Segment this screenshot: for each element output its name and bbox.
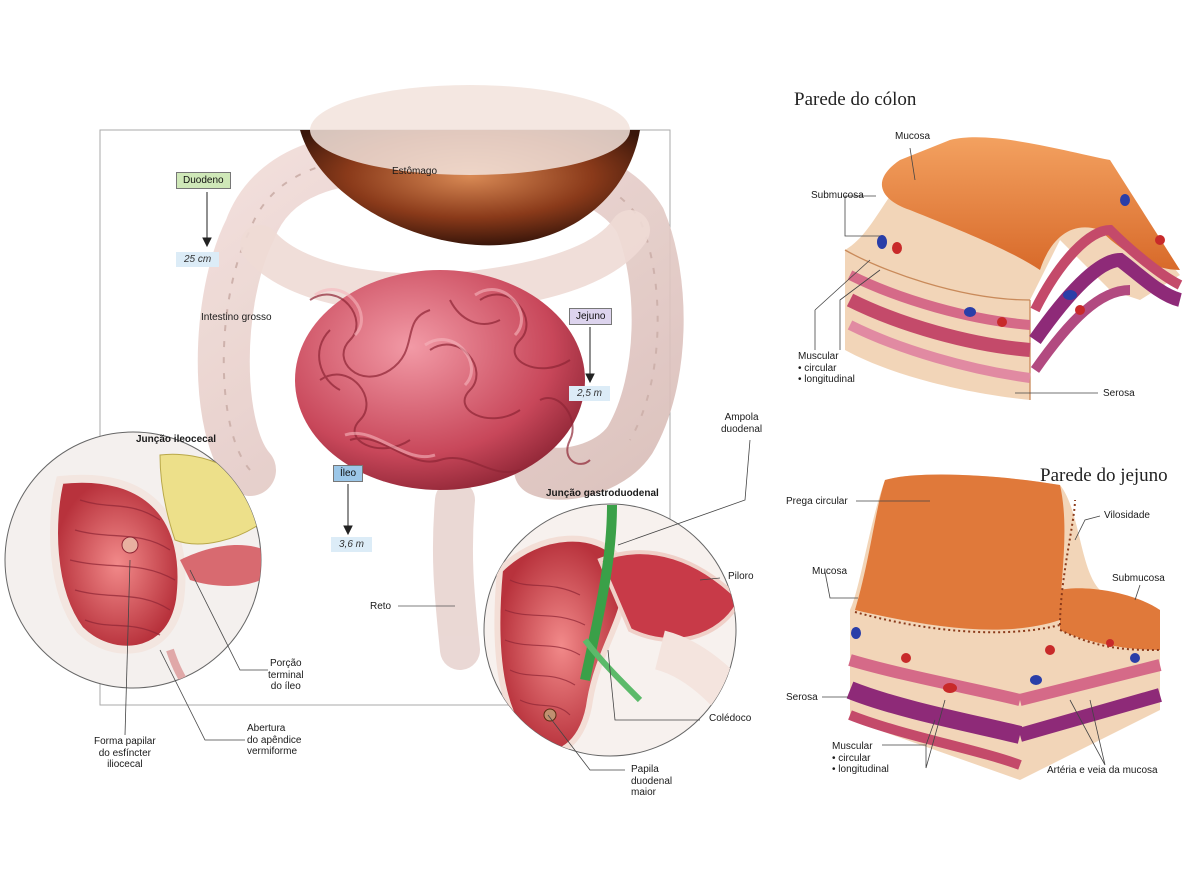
jejunum-tag: Jejuno (569, 308, 613, 325)
jejunum-wall-block (846, 474, 1162, 780)
jejunum-mucosa-label: Mucosa (812, 566, 848, 577)
colon-muscular-label: Muscular • circular • longitudinal (798, 351, 855, 385)
leader-lines (124, 439, 751, 771)
jejunum-serosa-label: Serosa (786, 692, 818, 703)
colon-serosa-label: Serosa (1103, 388, 1135, 399)
jejunum-submucosa-label: Submucosa (1112, 573, 1165, 584)
colon-submucosa-label: Submucosa (811, 190, 864, 201)
circular-fold-label: Prega circular (786, 496, 848, 507)
gastroduodenal-inset (483, 503, 737, 757)
ileum-length: 3,6 m (331, 537, 373, 552)
jejunum-length: 2,5 m (569, 386, 611, 401)
rectum-label: Reto (370, 601, 392, 612)
large-intestine-label: Intestino grosso (201, 312, 272, 323)
ileum-tag: Íleo (333, 465, 364, 482)
duodenum-length: 25 cm (176, 252, 220, 267)
appendix-opening-label: Abertura do apêndice vermiforme (247, 723, 302, 757)
duodenal-ampulla-label: Ampola duodenal (721, 412, 763, 435)
villus-label: Vilosidade (1104, 510, 1150, 521)
ileocecal-sphincter-label: Forma papilar do esfíncter iliocecal (94, 736, 156, 770)
gastroduodenal-title: Junção gastroduodenal (546, 488, 659, 499)
small-intestine (295, 270, 591, 490)
bile-duct-label: Colédoco (709, 713, 752, 724)
jejunum-muscular-label: Muscular • circular • longitudinal (832, 741, 889, 775)
pylorus-label: Piloro (728, 571, 754, 582)
colon-wall-title: Parede do cólon (794, 89, 917, 110)
terminal-ileum-label: Porção terminal do íleo (268, 658, 304, 692)
ileocecal-title: Junção ileocecal (136, 434, 217, 445)
colon-leader-lines (814, 147, 1098, 394)
stomach (300, 85, 640, 246)
jejunum-leader-lines (822, 500, 1141, 769)
major-papilla-label: Papila duodenal maior (631, 764, 673, 798)
colon-mucosa-label: Mucosa (895, 131, 931, 142)
mucosal-artery-vein-label: Artéria e veia da mucosa (1047, 765, 1158, 776)
stomach-label: Estômago (392, 166, 438, 177)
duodenum-tag: Duodeno (176, 172, 231, 189)
measurement-arrows (202, 192, 595, 536)
colon-wall-block (844, 137, 1183, 400)
ileocecal-inset (4, 431, 262, 689)
jejunum-wall-title: Parede do jejuno (1040, 465, 1168, 486)
